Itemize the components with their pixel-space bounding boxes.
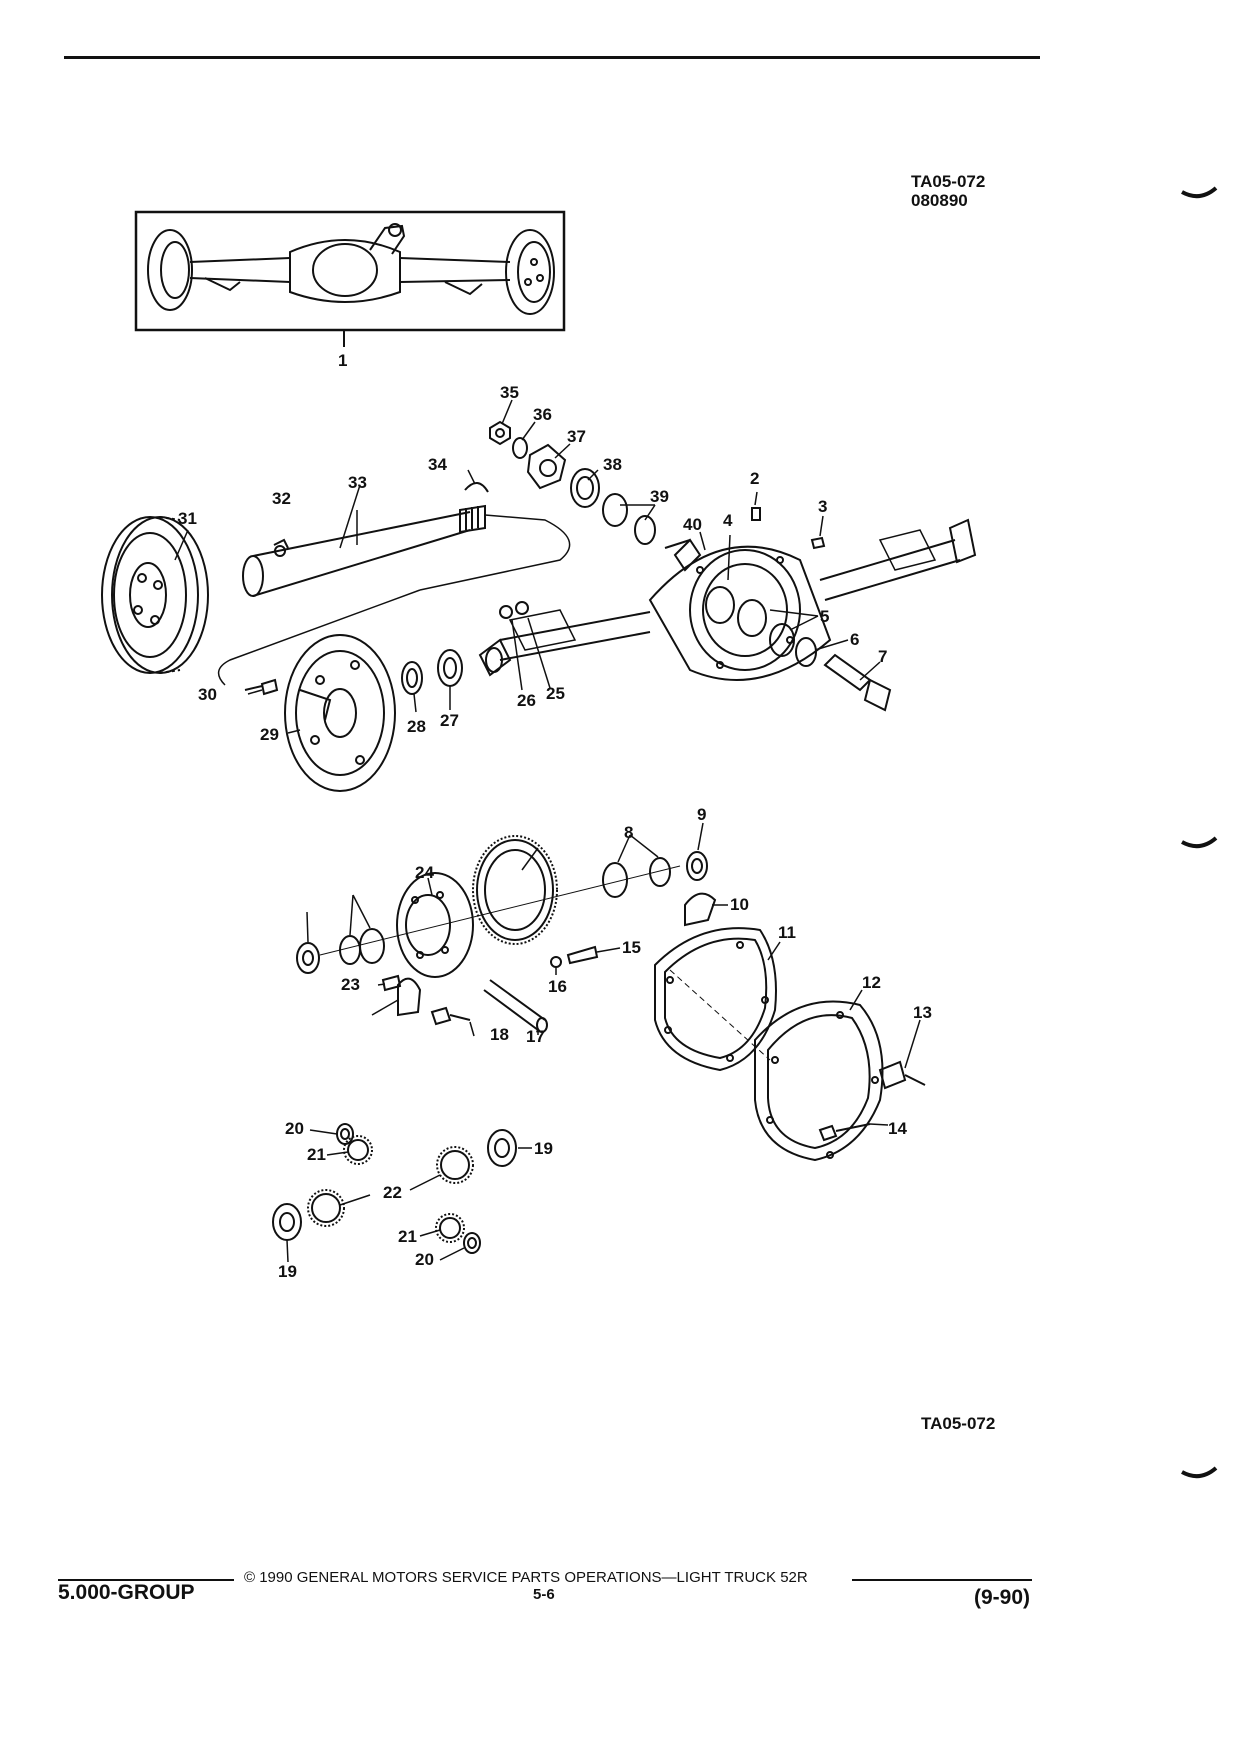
- callout-15: 15: [622, 938, 641, 957]
- callout-21b: 21: [398, 1227, 417, 1246]
- callout-21: 21: [307, 1145, 326, 1164]
- callout-12: 12: [862, 973, 881, 992]
- differential-case: [296, 835, 717, 1033]
- callout-8: 8: [624, 823, 633, 842]
- callout-40: 40: [683, 515, 702, 534]
- backing-plate: [284, 634, 396, 792]
- callout-30: 30: [198, 685, 217, 704]
- footer-page-number: 5-6: [533, 1586, 555, 1603]
- callout-11: 11: [778, 923, 796, 942]
- footer-group: 5.000-GROUP: [58, 1581, 195, 1604]
- callout-28: 28: [407, 717, 426, 736]
- callout-29: 29: [260, 725, 279, 744]
- brake-drum: [101, 516, 209, 674]
- callout-20b: 20: [415, 1250, 434, 1269]
- callout-25: 25: [546, 684, 565, 703]
- figure-code-bottom: TA05-072: [921, 1414, 996, 1433]
- callout-16: 16: [548, 977, 567, 996]
- pinion-gear: [769, 623, 892, 712]
- top-rule: [64, 56, 1040, 59]
- callout-19b: 19: [278, 1262, 297, 1281]
- callout-3: 3: [818, 497, 827, 516]
- callout-13: 13: [913, 1003, 932, 1022]
- callout-1: 1: [338, 351, 347, 370]
- drawing-code: TA05-072: [911, 172, 986, 191]
- pinion-parts: [464, 420, 691, 549]
- callout-19: 19: [534, 1139, 553, 1158]
- scan-mark-3: [1181, 1466, 1218, 1479]
- callout-35: 35: [500, 383, 519, 402]
- callout-27: 27: [440, 711, 459, 730]
- footer-rule-right: [852, 1579, 1032, 1581]
- callout-9: 9: [697, 805, 706, 824]
- callout-39: 39: [650, 487, 669, 506]
- callout-22: 22: [383, 1183, 402, 1202]
- callout-20: 20: [285, 1119, 304, 1138]
- scan-mark-1: [1181, 186, 1218, 199]
- callout-14: 14: [888, 1119, 907, 1138]
- cover-gaskets: [654, 927, 926, 1162]
- callout-5: 5: [820, 607, 829, 626]
- callout-6: 6: [850, 630, 859, 649]
- footer-revision: (9-90): [974, 1586, 1031, 1609]
- callout-26: 26: [517, 691, 536, 710]
- callout-31: 31: [178, 509, 197, 528]
- footer-copyright: © 1990 GENERAL MOTORS SERVICE PARTS OPER…: [244, 1569, 808, 1586]
- callout-33: 33: [348, 473, 367, 492]
- inset-assembly: [134, 210, 566, 332]
- callout-36: 36: [533, 405, 552, 424]
- scan-mark-2: [1181, 836, 1218, 849]
- callout-37: 37: [567, 427, 586, 446]
- leader-lines: [174, 399, 921, 1263]
- axle-housing: [499, 507, 977, 681]
- callout-17: 17: [526, 1027, 545, 1046]
- callout-32: 32: [272, 489, 291, 508]
- callout-labels: 1 2 3 4 5 6 7 8 9 10 11 12 13 14 15 16 1…: [178, 351, 932, 1281]
- callout-24: 24: [415, 863, 434, 882]
- callout-23: 23: [341, 975, 360, 994]
- callout-10: 10: [730, 895, 749, 914]
- date-code: 080890: [911, 191, 968, 210]
- callout-34: 34: [428, 455, 447, 474]
- callout-2: 2: [750, 469, 759, 488]
- axle-shaft: [242, 504, 486, 597]
- callout-7: 7: [878, 647, 887, 666]
- callout-18: 18: [490, 1025, 509, 1044]
- footer-rule-left: [58, 1579, 234, 1581]
- callout-4: 4: [723, 511, 733, 530]
- callout-38: 38: [603, 455, 622, 474]
